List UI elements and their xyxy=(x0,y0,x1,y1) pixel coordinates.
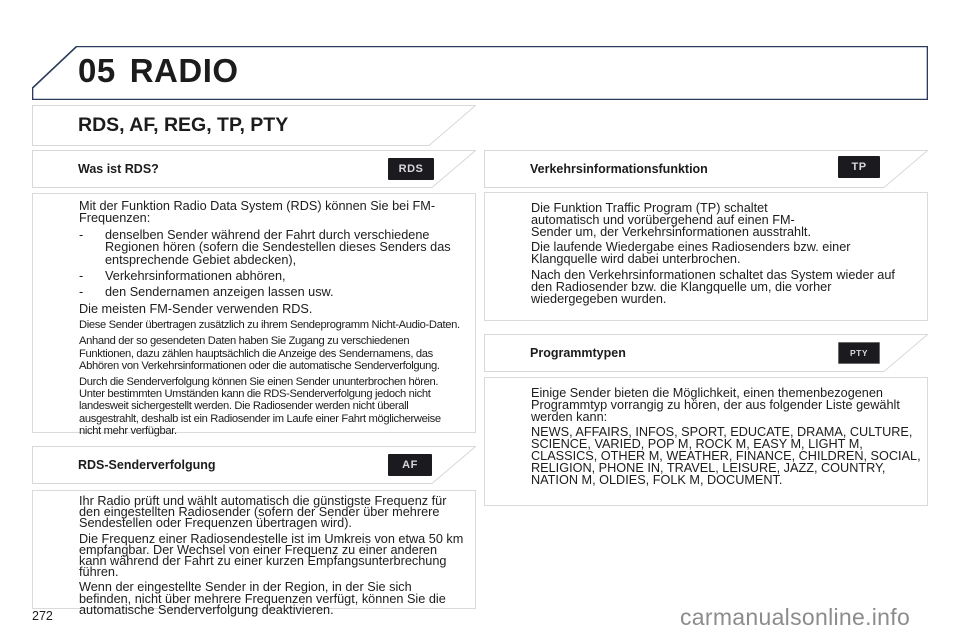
section-title: RDS, AF, REG, TP, PTY xyxy=(78,114,289,136)
subheader-frame-shape xyxy=(484,334,928,372)
pty-badge-label: PTY xyxy=(849,348,869,358)
page-number: 272 xyxy=(32,609,53,623)
tp-paragraph: Die laufende Wiedergabe eines Radiosende… xyxy=(531,240,851,267)
rds-heading: Was ist RDS? xyxy=(78,162,159,176)
rds-detail-2: Anhand der so gesendeten Daten haben Sie… xyxy=(79,335,440,372)
af-heading: RDS-Senderverfolgung xyxy=(78,458,216,472)
subheader-frame-shape xyxy=(32,446,476,484)
af-button-icon: AF xyxy=(388,454,432,476)
tp-body-box: Die Funktion Traffic Program (TP) schalt… xyxy=(484,192,928,321)
rds-bullet-text: den Sendernamen anzeigen lassen usw. xyxy=(105,285,334,300)
af-paragraph: Ihr Radio prüft und wählt automatisch di… xyxy=(79,494,447,531)
tp-subheader: Verkehrsinformationsfunktion TP xyxy=(484,150,928,188)
pty-subheader: Programmtypen PTY xyxy=(484,334,928,372)
bullet-dash: - xyxy=(79,269,84,284)
rds-bullet-item: - Verkehrsinformationen abhören, xyxy=(79,269,465,284)
section-banner: RDS, AF, REG, TP, PTY xyxy=(32,105,476,146)
rds-bullet-item: - den Sendernamen anzeigen lassen usw. xyxy=(79,285,465,300)
tp-button-icon: TP xyxy=(838,156,880,178)
tp-heading: Verkehrsinformationsfunktion xyxy=(530,162,708,176)
af-badge-label: AF xyxy=(402,459,418,471)
rds-badge-label: RDS xyxy=(398,163,424,175)
subheader-frame-shape xyxy=(484,150,928,188)
pty-intro: Einige Sender bieten die Möglichkeit, ei… xyxy=(531,386,900,424)
tp-badge-label: TP xyxy=(851,161,867,173)
banner-frame-shape xyxy=(32,105,476,146)
chapter-number: 05 xyxy=(78,52,116,89)
pty-type-list: NEWS, AFFAIRS, INFOS, SPORT, EDUCATE, DR… xyxy=(531,425,921,487)
chapter-heading: 05 RADIO xyxy=(78,52,239,90)
rds-subheader: Was ist RDS? RDS xyxy=(32,150,476,188)
tp-paragraph: Nach den Verkehrsinformationen schaltet … xyxy=(531,267,895,306)
rds-bullet-text: denselben Sender während der Fahrt durch… xyxy=(105,227,451,267)
rds-body-box: Mit der Funktion Radio Data System (RDS)… xyxy=(32,193,476,437)
rds-bullet-item: - denselben Sender während der Fahrt dur… xyxy=(79,227,465,267)
pty-body-box: Einige Sender bieten die Möglichkeit, ei… xyxy=(484,377,928,506)
af-paragraph: Wenn der eingestellte Sender in der Regi… xyxy=(79,580,446,617)
rds-intro: Mit der Funktion Radio Data System (RDS)… xyxy=(79,199,436,226)
pty-button-icon: PTY xyxy=(838,342,880,364)
pty-heading: Programmtypen xyxy=(530,346,626,360)
rds-bullet-text: Verkehrsinformationen abhören, xyxy=(105,269,286,284)
rds-detail-3: Durch die Senderverfolgung können Sie ei… xyxy=(79,376,441,437)
tp-paragraph: Die Funktion Traffic Program (TP) schalt… xyxy=(531,201,811,239)
watermark: carmanualsonline.info xyxy=(680,604,911,630)
chapter-title-bar: 05 RADIO xyxy=(32,46,928,100)
af-subheader: RDS-Senderverfolgung AF xyxy=(32,446,476,484)
bullet-dash: - xyxy=(79,227,84,242)
rds-button-icon: RDS xyxy=(388,158,434,180)
chapter-title: RADIO xyxy=(129,52,239,89)
chapter-frame-shape xyxy=(32,46,928,100)
rds-detail-1: Diese Sender übertragen zusätzlich zu ih… xyxy=(79,319,460,332)
af-body-box: Ihr Radio prüft und wählt automatisch di… xyxy=(32,490,476,616)
bullet-dash: - xyxy=(79,285,84,300)
rds-most-stations: Die meisten FM-Sender verwenden RDS. xyxy=(79,301,313,316)
subheader-frame-shape xyxy=(32,150,476,188)
af-paragraph: Die Frequenz einer Radiosendestelle ist … xyxy=(79,531,464,580)
